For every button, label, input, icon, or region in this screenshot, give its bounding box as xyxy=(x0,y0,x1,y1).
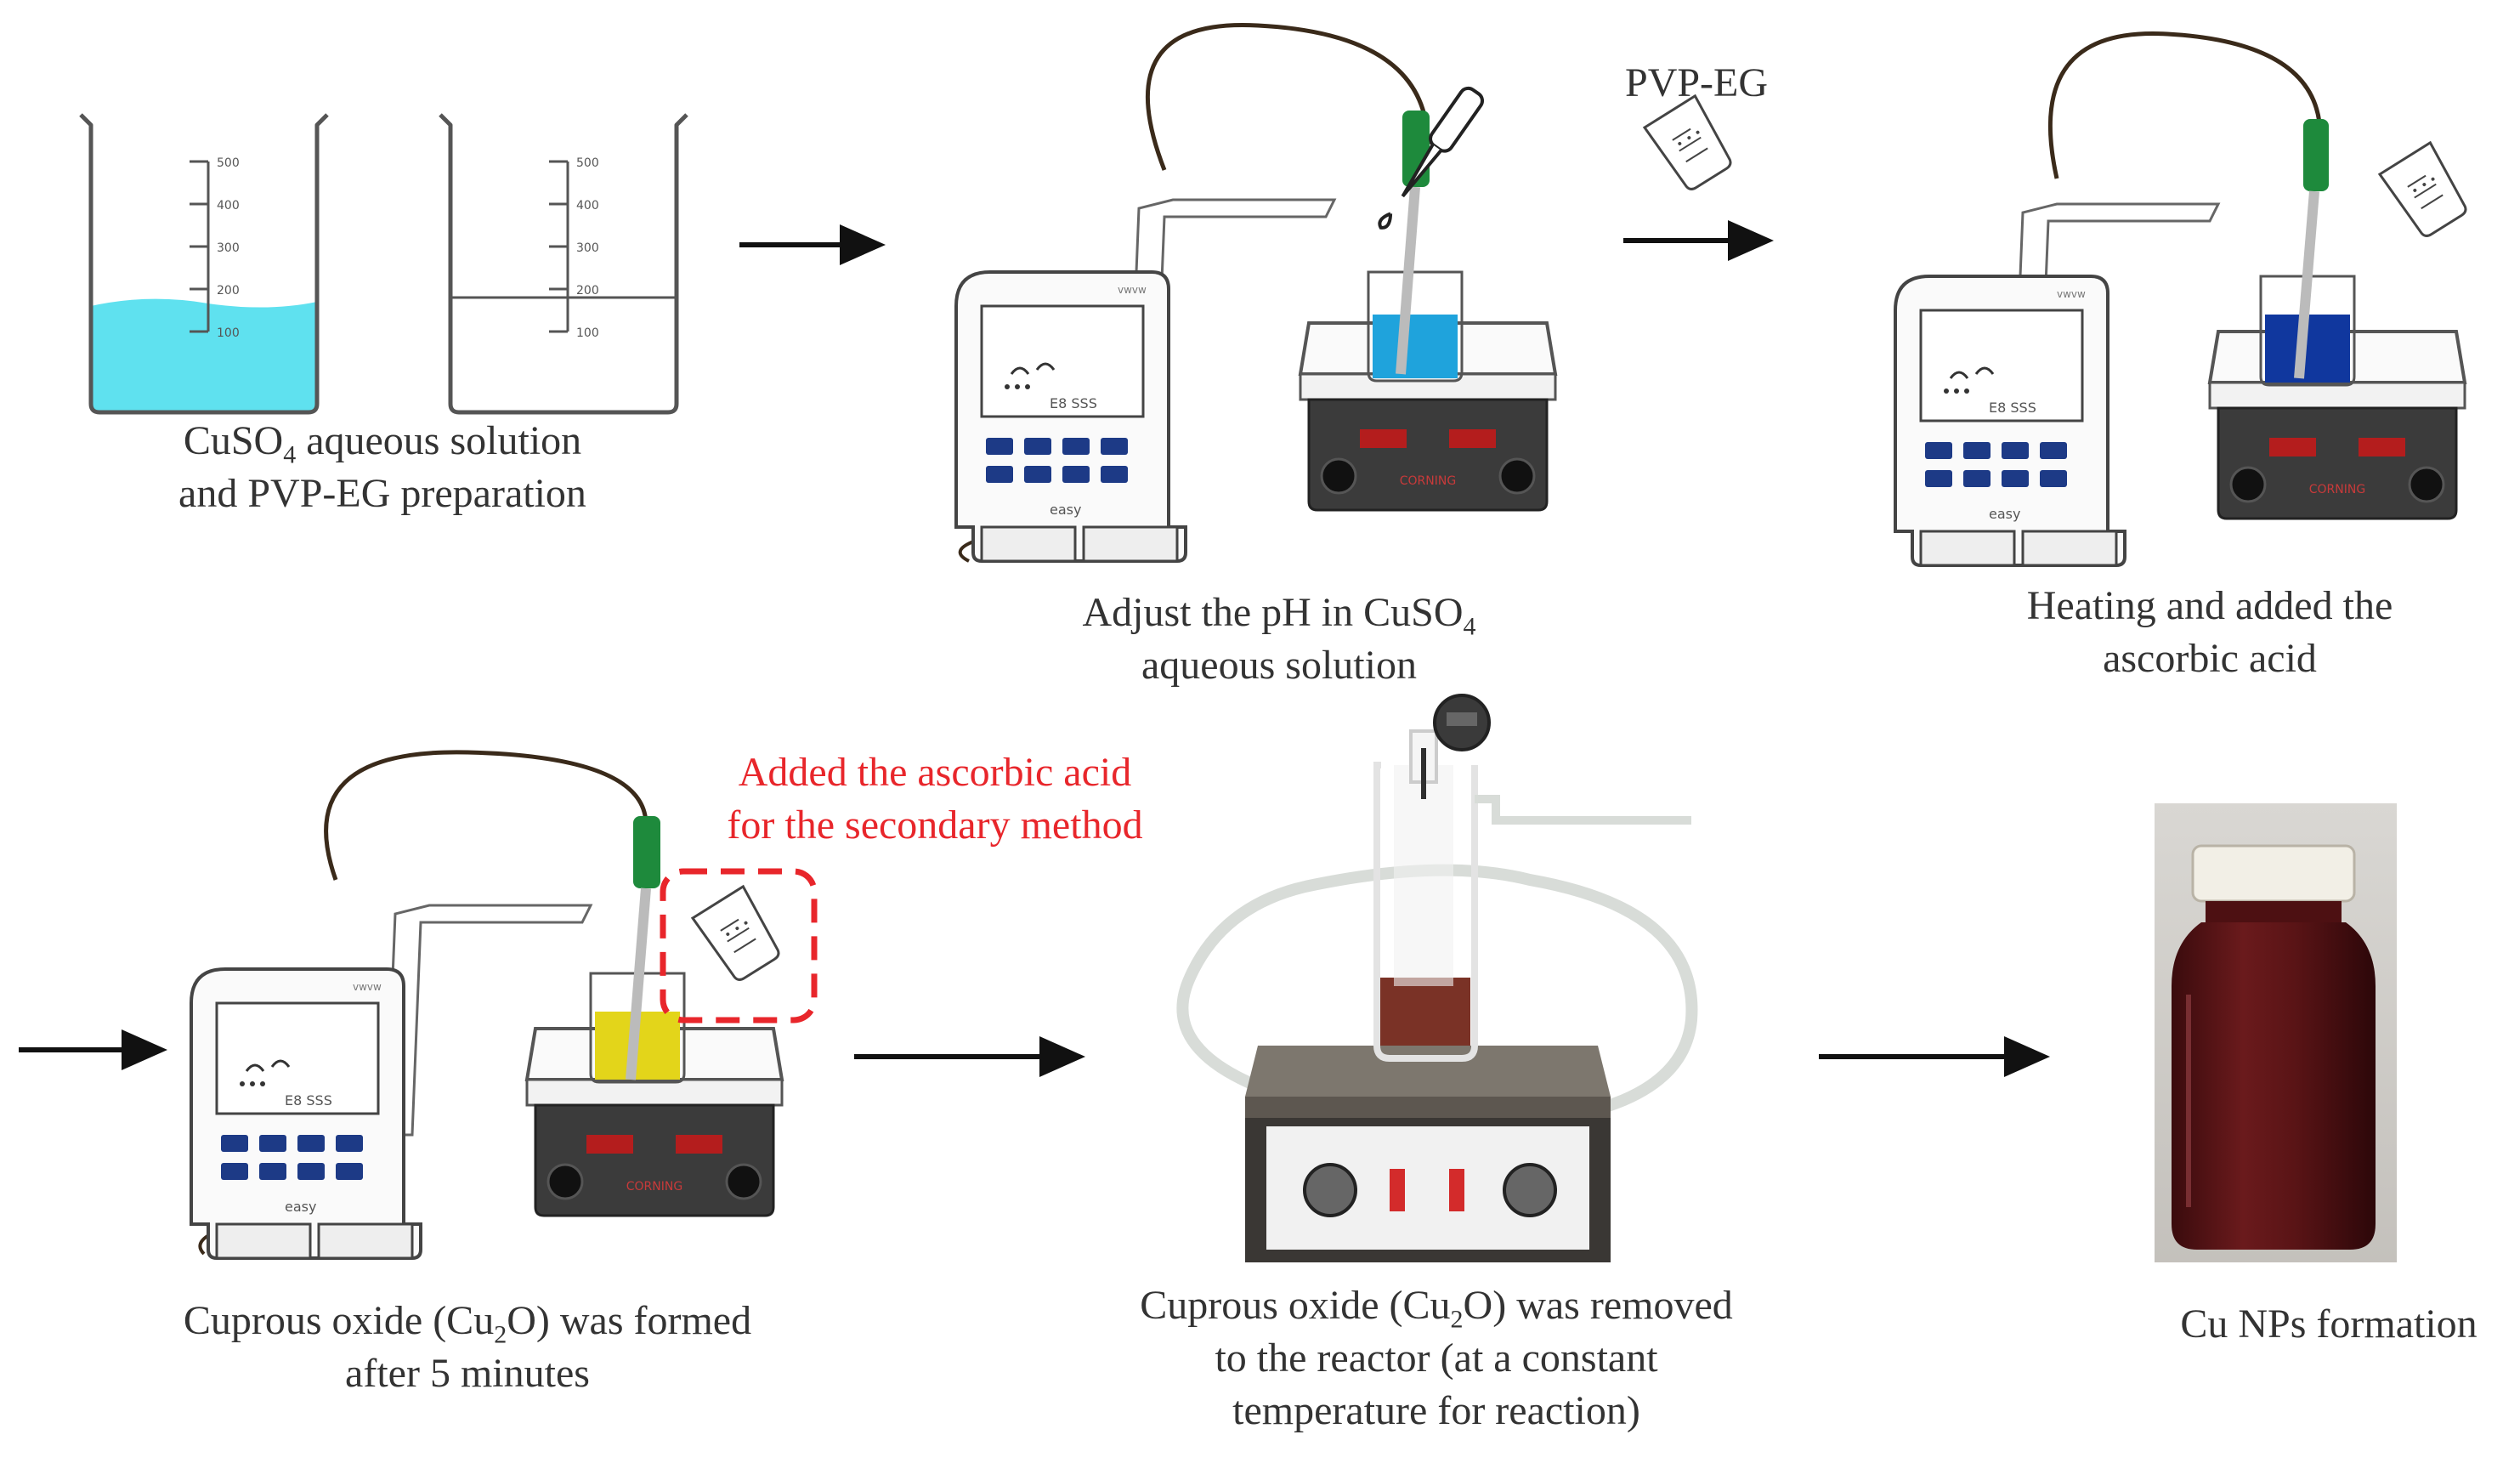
step1-beakers: 500 400 300 200 100 500 400 300 200 100 xyxy=(81,115,687,412)
tick-label: 500 xyxy=(576,156,599,170)
flow-arrows xyxy=(19,220,2050,1077)
tick-label: 400 xyxy=(217,199,240,213)
step3-heating-setup xyxy=(1894,31,2473,567)
step2-ph-adjust-setup xyxy=(954,22,1738,563)
tick-label: 300 xyxy=(217,241,240,255)
ph-meter xyxy=(190,967,422,1260)
pvp-eg-mini-beaker-icon xyxy=(1643,94,1738,196)
cuso4-beaker: 500 400 300 200 100 xyxy=(81,115,327,412)
step3-caption: Heating and added the ascorbic acid xyxy=(2026,583,2393,681)
dropper-icon xyxy=(1378,86,1485,230)
tick-label: 400 xyxy=(576,199,599,213)
secondary-method-note: Added the ascorbic acid for the secondar… xyxy=(727,750,1143,848)
graduation-ticks: 500 400 300 200 100 xyxy=(190,156,240,340)
tick-label: 100 xyxy=(217,326,240,340)
solution-beaker xyxy=(1367,270,1464,383)
step2-caption: Adjust the pH in CuSO4 aqueous solution xyxy=(1082,590,1476,688)
pvp-eg-beaker: 500 400 300 200 100 xyxy=(440,115,687,412)
reactor-vessel xyxy=(1373,694,1691,1062)
step4-caption: Cuprous oxide (Cu2O) was formed after 5 … xyxy=(183,1298,752,1396)
ph-meter xyxy=(954,270,1187,563)
step1-caption: CuSO4 aqueous solution and PVP-EG prepar… xyxy=(178,418,586,516)
ascorbic-acid-mini-beaker-icon xyxy=(691,885,786,986)
secondary-method-highlight-box xyxy=(660,868,818,1024)
step5-caption: Cuprous oxide (Cu2O) was removed to the … xyxy=(1140,1283,1733,1433)
tick-label: 100 xyxy=(576,326,599,340)
ph-probe xyxy=(626,816,660,1080)
graduation-ticks: 500 400 300 200 100 xyxy=(549,156,599,340)
ph-meter xyxy=(1894,275,2126,567)
tick-label: 500 xyxy=(217,156,240,170)
pvp-eg-label: PVP-EG xyxy=(1625,60,1769,105)
cu-nps-product-photo xyxy=(2155,803,2397,1262)
step6-caption: Cu NPs formation xyxy=(2180,1301,2478,1347)
tick-label: 200 xyxy=(217,284,240,298)
tick-label: 300 xyxy=(576,241,599,255)
tick-label: 200 xyxy=(576,284,599,298)
ascorbic-acid-mini-beaker-icon xyxy=(2378,141,2473,242)
hot-plate xyxy=(1245,1046,1611,1262)
ph-probe xyxy=(2294,119,2329,379)
step5-reactor-setup xyxy=(1176,694,1698,1262)
step4-cu2o-setup xyxy=(190,750,818,1260)
